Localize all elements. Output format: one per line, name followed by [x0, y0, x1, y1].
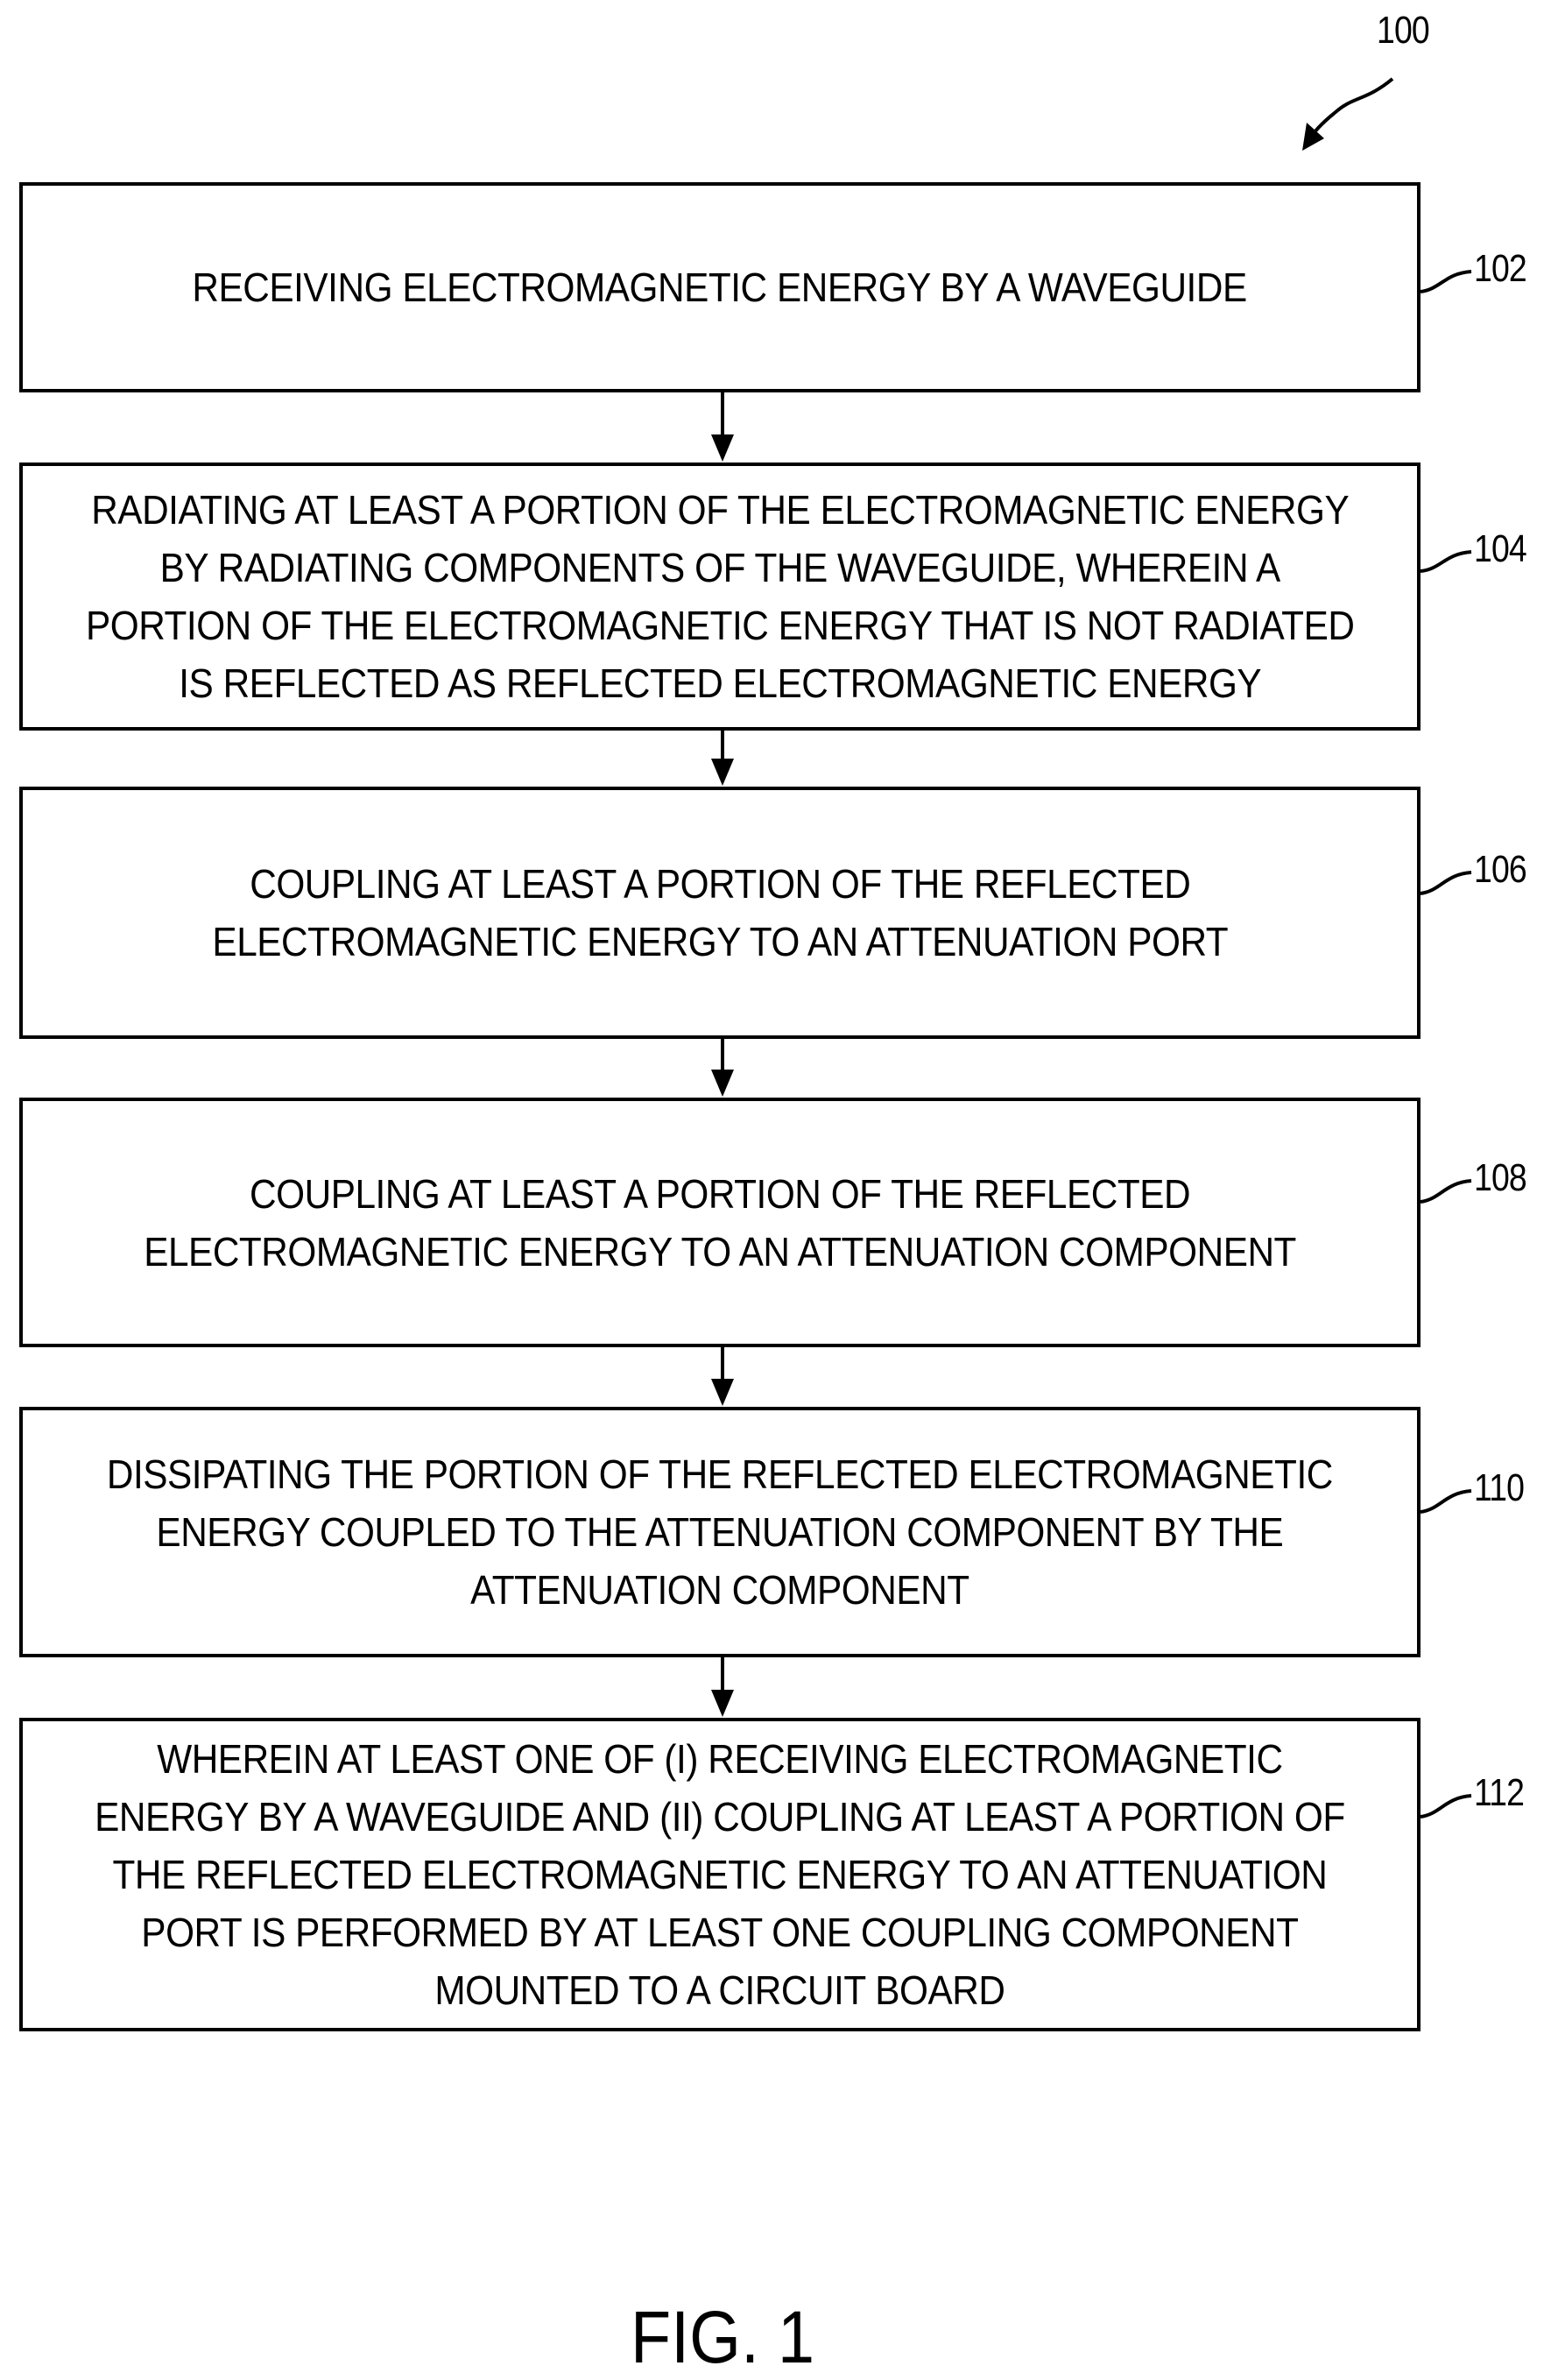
connector-104-106 — [711, 729, 734, 786]
step-ref-108: 108 — [1474, 1156, 1526, 1200]
figure-caption: FIG. 1 — [73, 2295, 1373, 2380]
step-box-108: COUPLING AT LEAST A PORTION OF THE REFLE… — [19, 1098, 1421, 1347]
step-box-104: RADIATING AT LEAST A PORTION OF THE ELEC… — [19, 463, 1421, 731]
connector-106-108 — [711, 1037, 734, 1097]
figure-reference-arrow — [1309, 79, 1392, 140]
step-text-104: RADIATING AT LEAST A PORTION OF THE ELEC… — [86, 481, 1354, 712]
step-text-108: COUPLING AT LEAST A PORTION OF THE REFLE… — [144, 1165, 1296, 1281]
step-text-106: COUPLING AT LEAST A PORTION OF THE REFLE… — [212, 855, 1228, 971]
leader-line-106 — [1421, 872, 1471, 893]
connector-110-112 — [711, 1656, 734, 1717]
leader-line-102 — [1421, 272, 1471, 292]
step-ref-110: 110 — [1474, 1466, 1524, 1510]
figure-reference-number: 100 — [1377, 9, 1429, 53]
connector-102-104 — [711, 391, 734, 462]
step-box-102: RECEIVING ELECTROMAGNETIC ENERGY BY A WA… — [19, 182, 1421, 392]
step-box-112: WHEREIN AT LEAST ONE OF (I) RECEIVING EL… — [19, 1718, 1421, 2031]
step-ref-106: 106 — [1474, 848, 1526, 892]
step-text-102: RECEIVING ELECTROMAGNETIC ENERGY BY A WA… — [193, 258, 1247, 316]
step-ref-104: 104 — [1474, 527, 1526, 571]
step-box-110: DISSIPATING THE PORTION OF THE REFLECTED… — [19, 1407, 1421, 1657]
step-ref-102: 102 — [1474, 247, 1526, 291]
connector-108-110 — [711, 1345, 734, 1406]
leader-line-112 — [1421, 1796, 1471, 1817]
step-box-106: COUPLING AT LEAST A PORTION OF THE REFLE… — [19, 787, 1421, 1039]
leader-line-108 — [1421, 1181, 1471, 1202]
step-ref-112: 112 — [1474, 1771, 1524, 1815]
step-text-112: WHEREIN AT LEAST ONE OF (I) RECEIVING EL… — [95, 1730, 1345, 2019]
step-text-110: DISSIPATING THE PORTION OF THE REFLECTED… — [107, 1445, 1333, 1619]
leader-line-104 — [1421, 552, 1471, 571]
leader-line-110 — [1421, 1491, 1471, 1512]
